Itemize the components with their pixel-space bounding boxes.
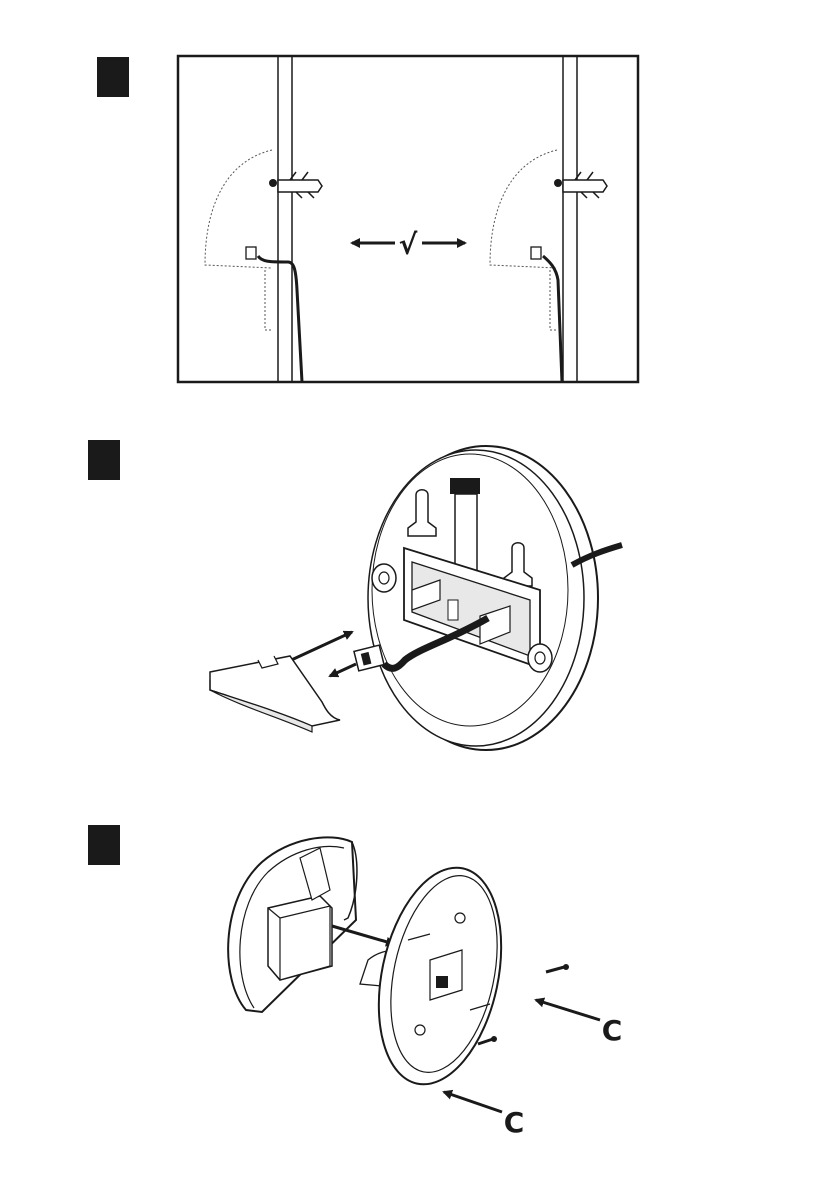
device-outline-left [205, 150, 272, 268]
screw-boss-right [528, 644, 552, 672]
arrow-screw-top [536, 1000, 600, 1020]
step-3-panel: C C [228, 837, 622, 1139]
rotate-symbol-top: C [602, 1014, 623, 1047]
step-1-frame [178, 56, 638, 382]
wall-left [205, 56, 322, 382]
wall-plug-left [269, 172, 322, 198]
cable-clip-left [246, 247, 256, 259]
step-1-panel: √ [178, 56, 638, 382]
device-outline-right [490, 150, 557, 268]
step-2-panel [210, 446, 622, 750]
screw-boss-left [372, 564, 396, 592]
arrow-insert [330, 664, 356, 676]
both-directions-arrows: √ [352, 228, 465, 261]
screw-top [546, 964, 569, 972]
arrow-screw-bottom [444, 1092, 502, 1112]
cable-clip-right [531, 247, 541, 259]
check-mark: √ [399, 228, 418, 261]
rotate-symbol-bottom: C [504, 1106, 525, 1139]
connector-plug [354, 645, 384, 671]
wall-right [490, 56, 607, 382]
dome-cover [228, 837, 357, 1012]
base-plate-step3 [360, 856, 520, 1095]
wall-plug-right [554, 172, 607, 198]
cable-right [543, 256, 562, 382]
screw-bottom [478, 1036, 497, 1044]
